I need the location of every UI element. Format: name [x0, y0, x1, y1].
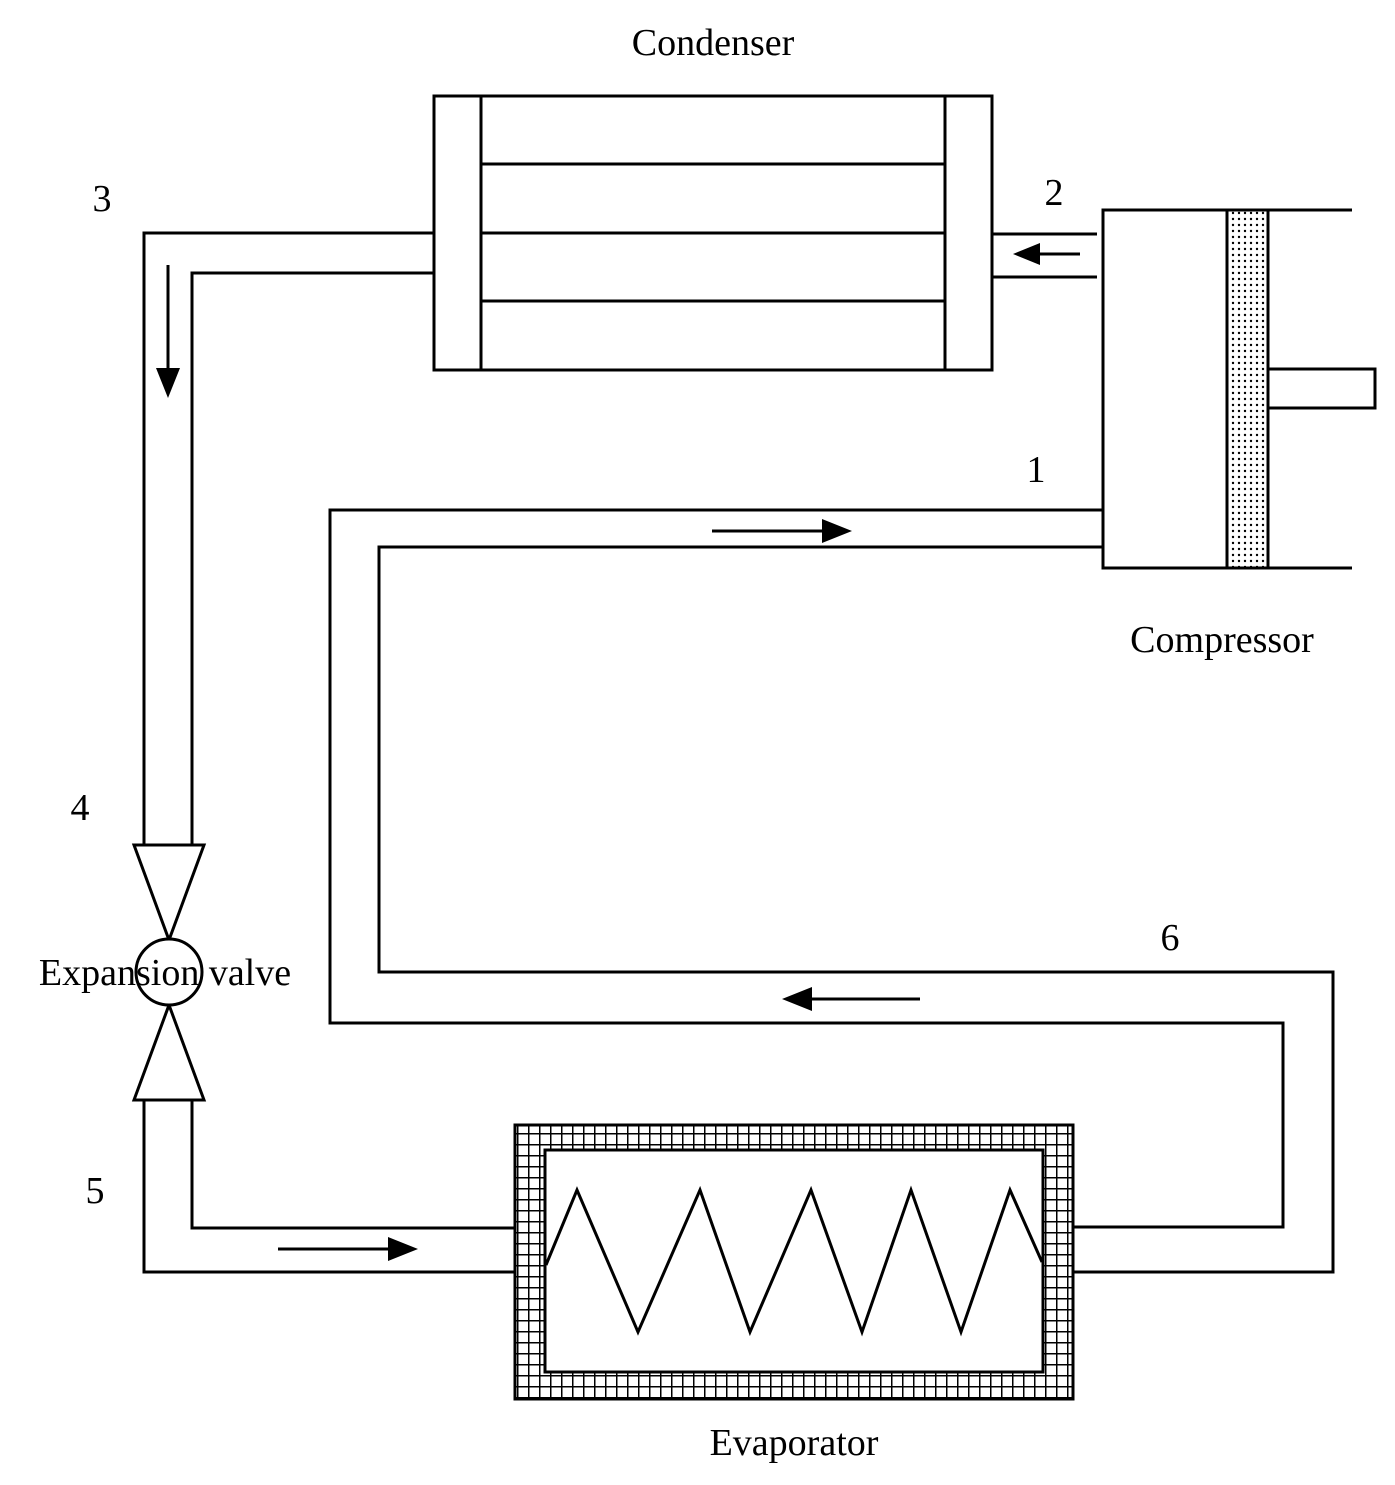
condenser — [432, 94, 994, 372]
arrow-left-icon — [1013, 243, 1080, 265]
compressor-label: Compressor — [1130, 619, 1314, 661]
pipe-evaporator-inlet — [142, 1100, 514, 1274]
arrow-down-icon — [156, 265, 180, 398]
state-point-4: 4 — [71, 787, 90, 829]
condenser-label: Condenser — [632, 22, 795, 64]
evaporator-coil — [544, 1185, 1044, 1337]
state-point-1: 1 — [1027, 449, 1046, 491]
expansion-valve-label: Expansion valve — [39, 952, 291, 994]
compressor — [1101, 208, 1377, 570]
pipe-discharge — [992, 232, 1097, 279]
state-point-2: 2 — [1045, 172, 1064, 214]
arrow-right-icon — [278, 1237, 418, 1261]
state-point-3: 3 — [93, 178, 112, 220]
pipe-liquid-line — [142, 231, 434, 845]
flow-arrows — [156, 243, 1080, 1261]
expansion-valve — [131, 843, 207, 1102]
pipe-suction-line — [328, 508, 1335, 1274]
state-point-5: 5 — [86, 1170, 105, 1212]
arrow-left-icon — [782, 987, 920, 1011]
evaporator-label: Evaporator — [710, 1422, 879, 1464]
arrow-right-icon — [712, 519, 852, 543]
evaporator — [513, 1123, 1075, 1401]
state-point-6: 6 — [1161, 917, 1180, 959]
